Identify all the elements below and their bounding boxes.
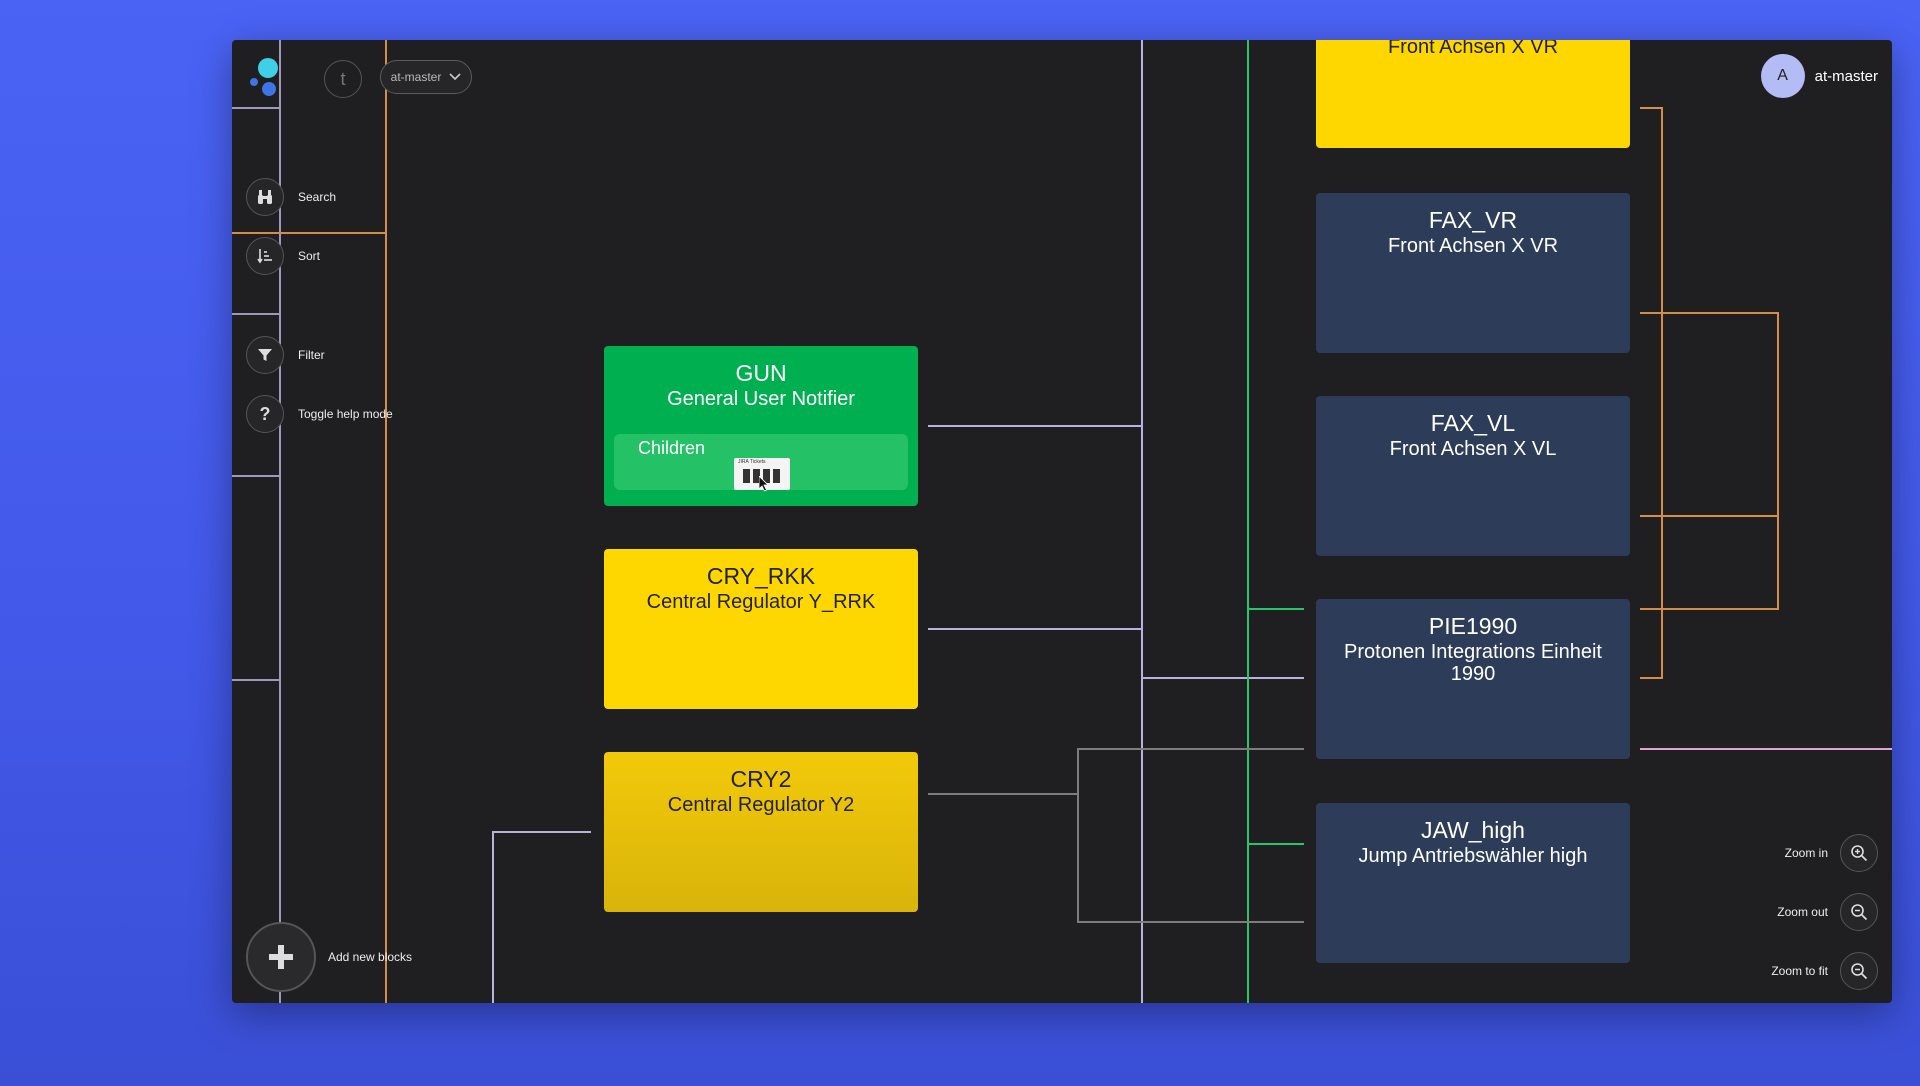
zoom-in-control[interactable]: Zoom in [1785, 834, 1878, 872]
sort-button[interactable] [246, 237, 284, 275]
help-mode-tool[interactable]: ? Toggle help mode [246, 395, 393, 433]
block-code: GUN [735, 360, 787, 386]
block-fax-vl[interactable]: FAX_VL Front Achsen X VL [1316, 396, 1630, 556]
block-code: FAX_VR [1428, 207, 1518, 233]
zoom-out-icon [1851, 904, 1868, 921]
child-thumb-title: JIRA Tickets [738, 459, 766, 465]
plus-icon [269, 945, 293, 969]
children-label: Children [638, 438, 706, 458]
filter-tool[interactable]: Filter [246, 336, 325, 374]
block-name: Central Regulator Y_RRK [646, 591, 876, 613]
block-code: JAW_high [1421, 817, 1525, 843]
block-name: Protonen Integrations Einheit 1990 [1344, 641, 1602, 685]
search-tool[interactable]: Search [246, 178, 336, 216]
block-jaw-high[interactable]: JAW_high Jump Antriebswähler high [1316, 803, 1630, 963]
zoom-fit-control[interactable]: Zoom to fit [1771, 952, 1878, 990]
block-code: CRY2 [730, 766, 792, 792]
app-window: t at-master Search [232, 40, 1892, 1003]
avatar[interactable]: A [1760, 54, 1805, 98]
block-fax-vr[interactable]: FAX_VR Front Achsen X VR [1316, 193, 1630, 353]
mouse-cursor-icon [759, 476, 769, 492]
filter-icon [258, 349, 272, 361]
chevron-down-icon [449, 73, 461, 81]
binoculars-icon [258, 190, 272, 204]
zoom-fit-button[interactable] [1840, 952, 1878, 990]
connection-wires [232, 40, 1892, 1003]
search-label: Search [298, 190, 337, 204]
sort-icon [257, 249, 272, 264]
app-logo[interactable] [250, 58, 280, 98]
block-name: Central Regulator Y2 [667, 794, 855, 816]
branch-selector[interactable]: at-master [380, 60, 472, 94]
filter-button[interactable] [246, 336, 284, 374]
user-name: at-master [1814, 67, 1878, 85]
back-icon: t [340, 68, 346, 89]
child-block-thumbnail[interactable]: JIRA Tickets [734, 458, 790, 490]
block-name: Front Achsen X VR [1387, 235, 1559, 257]
add-blocks-button[interactable] [246, 922, 316, 992]
sort-label: Sort [298, 249, 321, 263]
zoom-out-button[interactable] [1840, 893, 1878, 931]
zoom-in-button[interactable] [1840, 834, 1878, 872]
back-button[interactable]: t [324, 60, 362, 98]
block-name: Front Achsen X VL [1389, 438, 1557, 460]
block-cry2[interactable]: CRY2 Central Regulator Y2 [604, 752, 918, 912]
sort-tool[interactable]: Sort [246, 237, 320, 275]
block-name: General User Notifier [667, 388, 855, 410]
branch-label: at-master [390, 70, 442, 84]
zoom-fit-label: Zoom to fit [1771, 964, 1828, 978]
block-code: CRY_RKK [706, 563, 816, 589]
block-name: Jump Antriebswähler high [1358, 845, 1588, 867]
help-icon: ? [259, 403, 271, 424]
zoom-out-control[interactable]: Zoom out [1777, 893, 1878, 931]
help-mode-label: Toggle help mode [298, 407, 393, 421]
zoom-in-icon [1851, 845, 1868, 862]
help-mode-button[interactable]: ? [246, 395, 284, 433]
search-button[interactable] [246, 178, 284, 216]
block-pie1990[interactable]: PIE1990 Protonen Integrations Einheit 19… [1316, 599, 1630, 759]
zoom-in-label: Zoom in [1784, 846, 1828, 860]
zoom-fit-icon [1851, 963, 1868, 980]
block-name: Front Achsen X VR [1387, 40, 1559, 58]
filter-label: Filter [298, 348, 325, 362]
add-blocks-label: Add new blocks [328, 950, 413, 964]
user-menu[interactable]: A at-master [1760, 54, 1878, 98]
block-code: FAX_VL [1430, 410, 1516, 436]
block-top-yellow[interactable]: Front Achsen X VR [1316, 40, 1630, 148]
zoom-out-label: Zoom out [1777, 905, 1828, 919]
block-cry-rkk[interactable]: CRY_RKK Central Regulator Y_RRK [604, 549, 918, 709]
block-code: PIE1990 [1428, 613, 1518, 639]
